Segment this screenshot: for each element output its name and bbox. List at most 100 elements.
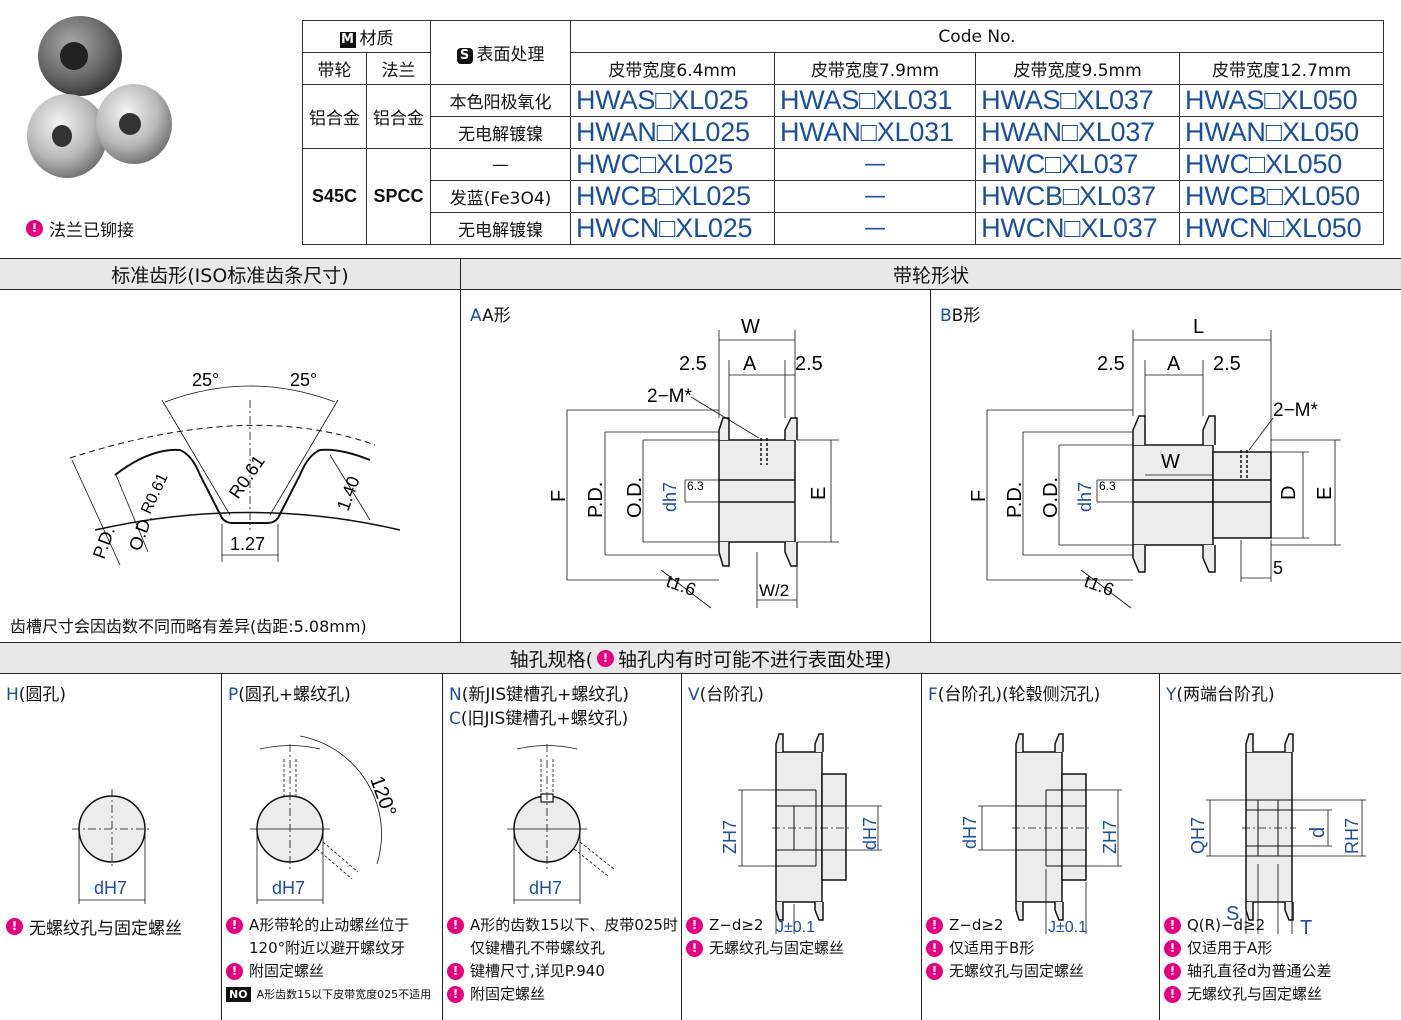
dim-q: QH7	[1188, 817, 1208, 854]
angle-label: 25°	[192, 370, 219, 390]
table-row: 无电解镀镍 HWAN□XL025 HWAN□XL031 HWAN□XL037 H…	[303, 116, 1384, 149]
dim-t: t1.6	[664, 571, 699, 600]
dim-d: dH7	[94, 878, 127, 898]
bore-notes: !Z−d≥2 !无螺纹孔与固定螺丝	[686, 914, 844, 960]
table-row: 无电解镀镍 HWCN□XL025 — HWCN□XL037 HWCN□XL050	[303, 212, 1384, 245]
code-cell: HWAN□XL031	[773, 116, 977, 149]
warning-icon: !	[686, 917, 703, 934]
tooth-profile-drawing: 25° 25° P.D. O.D. R0.61 R0.61 1.40 1.27	[69, 370, 401, 566]
warning-icon: !	[447, 986, 464, 1003]
product-note: ! 法兰已铆接	[26, 216, 134, 241]
dim-d: dH7	[529, 878, 562, 898]
warning-icon: !	[1164, 940, 1181, 957]
dim-a: A	[743, 353, 757, 375]
shape-a-drawing: W A 2.5 2.5 2−M* F P.D. O.D. dh7 6.3 E t…	[548, 316, 839, 609]
dim-r: RH7	[1342, 818, 1362, 854]
flange-material: 铝合金	[366, 84, 431, 149]
pulley-material: S45C	[302, 148, 367, 245]
width-header: 皮带宽度7.9mm	[773, 52, 977, 85]
material-badge: M	[339, 32, 356, 48]
dim-d: dh7	[1075, 482, 1095, 512]
bore-panel-v: V(台阶孔) ZH7 d	[682, 674, 922, 1020]
dim-thread: 2−M*	[1273, 400, 1318, 421]
dim-od: O.D.	[1040, 477, 1062, 518]
radius-label: R0.61	[225, 451, 269, 502]
bore-notes: !Z−d≥2 !仅适用于B形 !无螺纹孔与固定螺丝	[926, 914, 1084, 983]
code-cell: HWAS□XL031	[773, 84, 977, 117]
bore-panel-p: P(圆孔+螺纹孔) 120° dH7 !A形带轮的止动螺丝位于 120°附近以避…	[222, 674, 443, 1020]
pulley-header: 带轮	[302, 52, 367, 85]
bore-y-drawing: QH7 d RH7 S T	[1188, 733, 1366, 934]
surface-cell: 无电解镀镍	[430, 212, 571, 245]
bore-notes: !Q(R)−d≥2 !仅适用于A形 !轴孔直径d为普通公差 !无螺纹孔与固定螺丝	[1164, 914, 1332, 1006]
dim-e: E	[808, 487, 830, 500]
code-cell: HWCB□XL025	[570, 180, 775, 213]
radius-label: R0.61	[138, 471, 171, 517]
warning-icon: !	[26, 220, 43, 237]
warning-icon: !	[1164, 917, 1181, 934]
dim-s: S	[1226, 903, 1239, 925]
code-cell: HWAS□XL037	[975, 84, 1181, 117]
code-cell: HWAN□XL037	[975, 116, 1181, 149]
dim-d: d	[1307, 827, 1329, 838]
warning-icon: !	[447, 963, 464, 980]
tooth-footnote: 齿槽尺寸会因齿数不同而略有差异(齿距:5.08mm)	[10, 617, 367, 636]
no-badge: NO	[226, 987, 251, 1002]
warning-icon: !	[447, 917, 464, 934]
dim-left: 2.5	[1097, 353, 1125, 375]
width-header: 皮带宽度12.7mm	[1179, 52, 1384, 85]
dim-f: F	[968, 490, 990, 502]
code-cell: —	[773, 148, 977, 181]
bore-title: H(圆孔)	[6, 685, 67, 705]
warning-icon: !	[226, 917, 243, 934]
bore-spec-header: 轴孔规格( ! 轴孔内有时可能不进行表面处理)	[0, 642, 1401, 674]
shape-b-title: BB形	[940, 306, 981, 326]
dim-l: L	[1193, 316, 1204, 338]
bore-panel-f: F(台阶孔)(轮毂侧沉孔) dH7 Z	[922, 674, 1160, 1020]
width-header: 皮带宽度9.5mm	[975, 52, 1181, 85]
pulley-material: 铝合金	[302, 84, 367, 149]
code-cell: —	[773, 212, 977, 245]
width-header: 皮带宽度6.4mm	[570, 52, 775, 85]
shape-a-title: AA形	[470, 306, 511, 326]
dim-z: ZH7	[1100, 820, 1120, 854]
warning-icon: !	[926, 917, 943, 934]
surface-badge: S	[456, 48, 473, 64]
dim-right: 2.5	[1213, 353, 1241, 375]
bore-panel-h: H(圆孔) dH7 !无螺纹孔与固定螺丝	[0, 674, 222, 1020]
bore-h-drawing: dH7	[72, 789, 152, 904]
dim-t: t1.6	[1082, 571, 1117, 600]
bore-panel-n: N(新JIS键槽孔+螺纹孔) C(旧JIS键槽孔+螺纹孔) dH7 !A形的齿数…	[443, 674, 682, 1020]
code-cell: HWC□XL037	[975, 148, 1181, 181]
dim-d: dH7	[960, 816, 980, 849]
shape-a-panel: AA形	[461, 290, 931, 642]
dim-f: F	[548, 490, 570, 502]
bore-title: F(台阶孔)(轮毂侧沉孔)	[928, 685, 1101, 705]
warning-icon: !	[597, 649, 614, 667]
warning-icon: !	[1164, 963, 1181, 980]
code-cell: HWCN□XL050	[1179, 212, 1384, 245]
code-cell: HWAS□XL050	[1179, 84, 1384, 117]
shape-b-drawing: L A 2.5 2.5 2−M* W F P.D. O.D. dh7 6.3 D…	[968, 316, 1341, 609]
flange-material: SPCC	[366, 148, 431, 245]
depth-label: 1.40	[333, 474, 364, 514]
surface-cell: —	[430, 148, 571, 181]
table-row: 铝合金 铝合金 本色阳极氧化 HWAS□XL025 HWAS□XL031 HWA…	[302, 84, 1384, 149]
dim-d: dh7	[660, 482, 680, 512]
bore-v-drawing: ZH7 dH7 J±0.1	[720, 733, 882, 934]
warning-icon: !	[1164, 986, 1181, 1003]
dim-z: ZH7	[720, 820, 740, 854]
dim-j: J±0.1	[776, 919, 815, 934]
code-cell: HWAN□XL025	[570, 116, 775, 149]
width-label: 1.27	[230, 534, 265, 554]
pulley-shape-header: 带轮形状	[461, 258, 1401, 290]
bore-title: P(圆孔+螺纹孔)	[228, 685, 351, 705]
code-cell: HWCN□XL025	[570, 212, 775, 245]
dim-w: W	[1161, 451, 1180, 473]
dim-w2: W/2	[759, 581, 789, 600]
dim-thread: 2−M*	[647, 386, 692, 407]
code-cell: HWC□XL050	[1179, 148, 1384, 181]
